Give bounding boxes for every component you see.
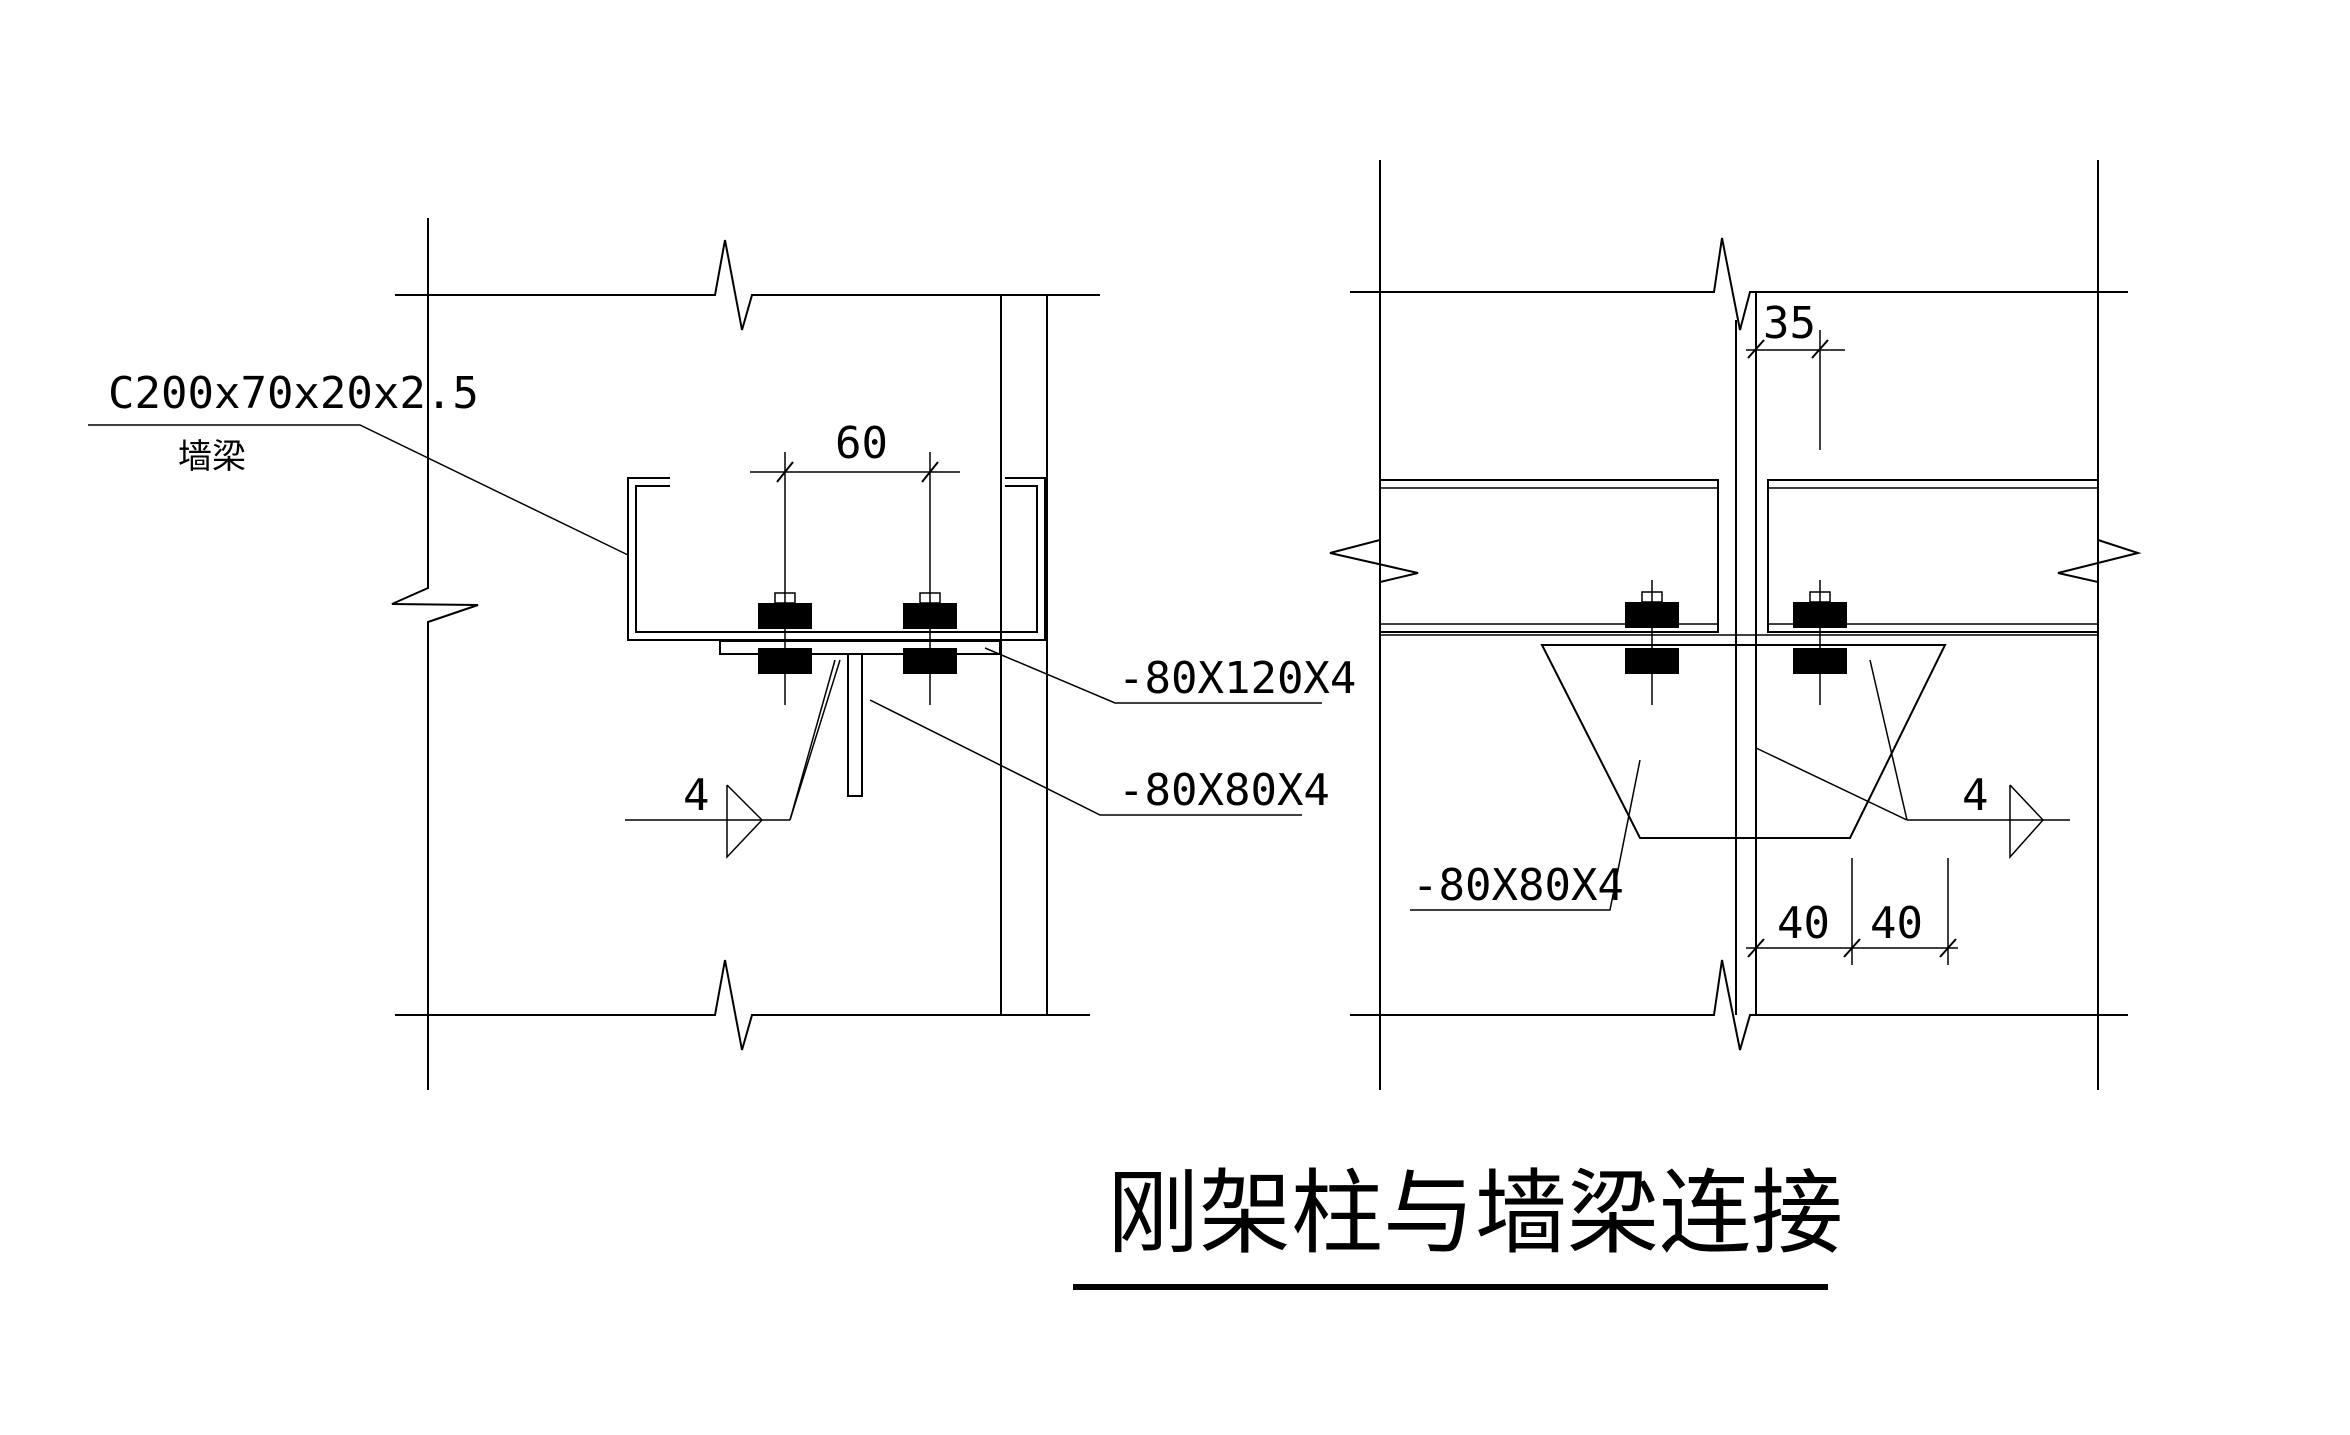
right-weld-leader-b bbox=[1869, 659, 1908, 821]
right-bolt-left bbox=[1625, 580, 1679, 705]
right-stiffener bbox=[1540, 644, 1947, 839]
dim-tick bbox=[776, 461, 794, 483]
c-section-purlin bbox=[627, 477, 1046, 641]
right-weld-size: 4 bbox=[1962, 770, 1989, 821]
bolt-right bbox=[903, 585, 957, 705]
right-column-break-top bbox=[1350, 237, 2128, 331]
section-label: C200x70x20x2.5 bbox=[108, 368, 479, 419]
right-purlin-break-left bbox=[1329, 470, 1419, 640]
weld-flag bbox=[726, 784, 764, 859]
right-weld-flag bbox=[2009, 784, 2045, 859]
plate-leader bbox=[984, 647, 1322, 704]
dim-left: 40 bbox=[1777, 898, 1830, 949]
drawing-title: 刚架柱与墙梁连接 bbox=[1107, 1160, 1843, 1267]
plate-label: -80X120X4 bbox=[1118, 653, 1356, 704]
right-purlin-break-right bbox=[2057, 470, 2142, 640]
bolt-spacing-dim: 60 bbox=[835, 418, 888, 469]
stiffener-leader-b bbox=[789, 659, 841, 821]
right-purlin-right bbox=[1767, 479, 2098, 633]
section-leader bbox=[88, 424, 629, 556]
stiffener-label: -80X80X4 bbox=[1118, 765, 1330, 816]
connection-plate bbox=[719, 640, 1001, 655]
c-section-purlin-inner bbox=[635, 485, 1038, 633]
dim-right: 40 bbox=[1870, 898, 1923, 949]
weld-size: 4 bbox=[683, 770, 710, 821]
left-column-break-top bbox=[395, 239, 1100, 331]
right-stiffener-leader bbox=[1410, 759, 1641, 911]
left-column-break-side bbox=[391, 218, 479, 1090]
right-column-break-bottom bbox=[1350, 959, 2128, 1051]
stiffener-leader-a bbox=[789, 659, 836, 821]
member-label: 墙梁 bbox=[178, 437, 246, 477]
right-weld-leader-a bbox=[1755, 747, 1908, 821]
right-detail: 35 40 40 -80X80X4 4 bbox=[1329, 160, 2142, 1090]
right-stiffener-label: -80X80X4 bbox=[1412, 860, 1624, 911]
left-detail: 60 C200x70x20x2.5 墙梁 -80X120X4 -80X80X4 … bbox=[88, 218, 1356, 1090]
stiffener-plate bbox=[847, 654, 863, 797]
stiffener-leader bbox=[869, 699, 1302, 816]
bolt-left bbox=[758, 585, 812, 705]
right-bolt-right bbox=[1793, 580, 1847, 705]
right-purlin-left bbox=[1380, 479, 1719, 633]
edge-dim: 35 bbox=[1763, 298, 1816, 349]
dim-tick bbox=[921, 461, 939, 483]
left-column-break-bottom bbox=[395, 959, 1090, 1051]
